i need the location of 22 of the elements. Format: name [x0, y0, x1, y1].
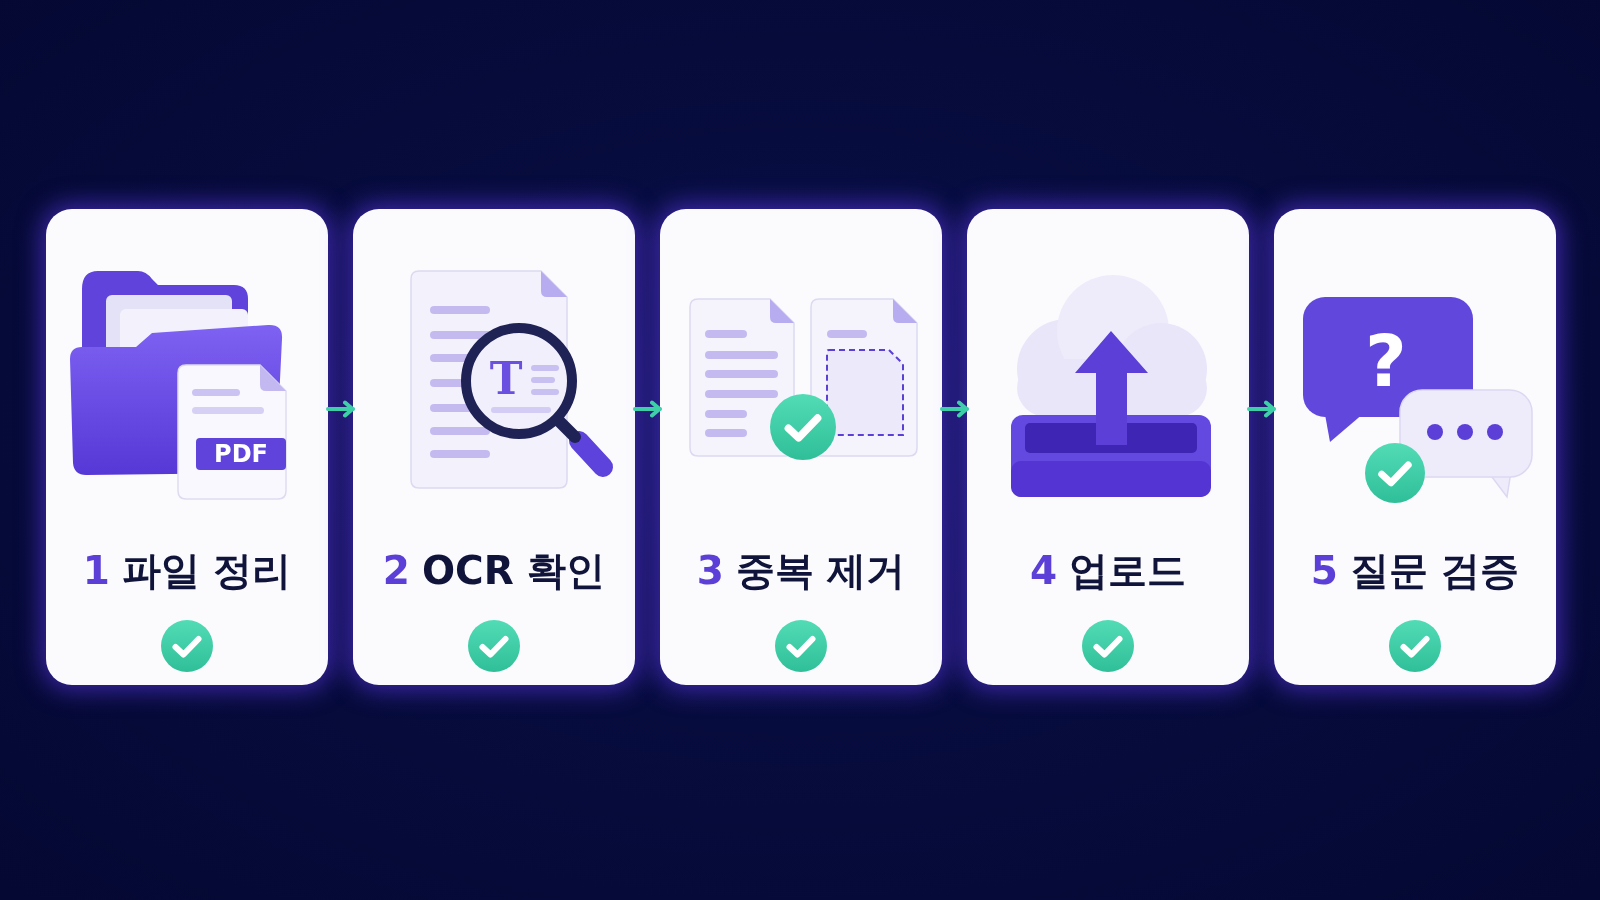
- step-card: [46, 209, 328, 685]
- arrow: [633, 400, 662, 418]
- step-title: OCR 확인: [421, 548, 606, 593]
- step-card: [353, 209, 635, 685]
- arrow: [1247, 400, 1276, 418]
- step-title: 업로드: [1069, 548, 1187, 593]
- arrow: [326, 400, 355, 418]
- file-type-badge: PDF: [196, 438, 286, 470]
- step-title: 중복 제거: [735, 548, 906, 593]
- step-number: 1: [82, 548, 110, 593]
- step-number: 5: [1310, 548, 1338, 593]
- arrow: [940, 400, 969, 418]
- question-mark: ?: [1364, 321, 1408, 401]
- step-number: 4: [1029, 548, 1058, 593]
- step-title: 파일 정리: [121, 548, 292, 593]
- step-number: 2: [382, 548, 410, 593]
- step-title: 질문 검증: [1349, 548, 1520, 593]
- step-card: [660, 209, 942, 685]
- letter-symbol: T: [488, 355, 524, 403]
- step-number: 3: [696, 548, 724, 593]
- step-card: [967, 209, 1249, 685]
- step-card: [1274, 209, 1556, 685]
